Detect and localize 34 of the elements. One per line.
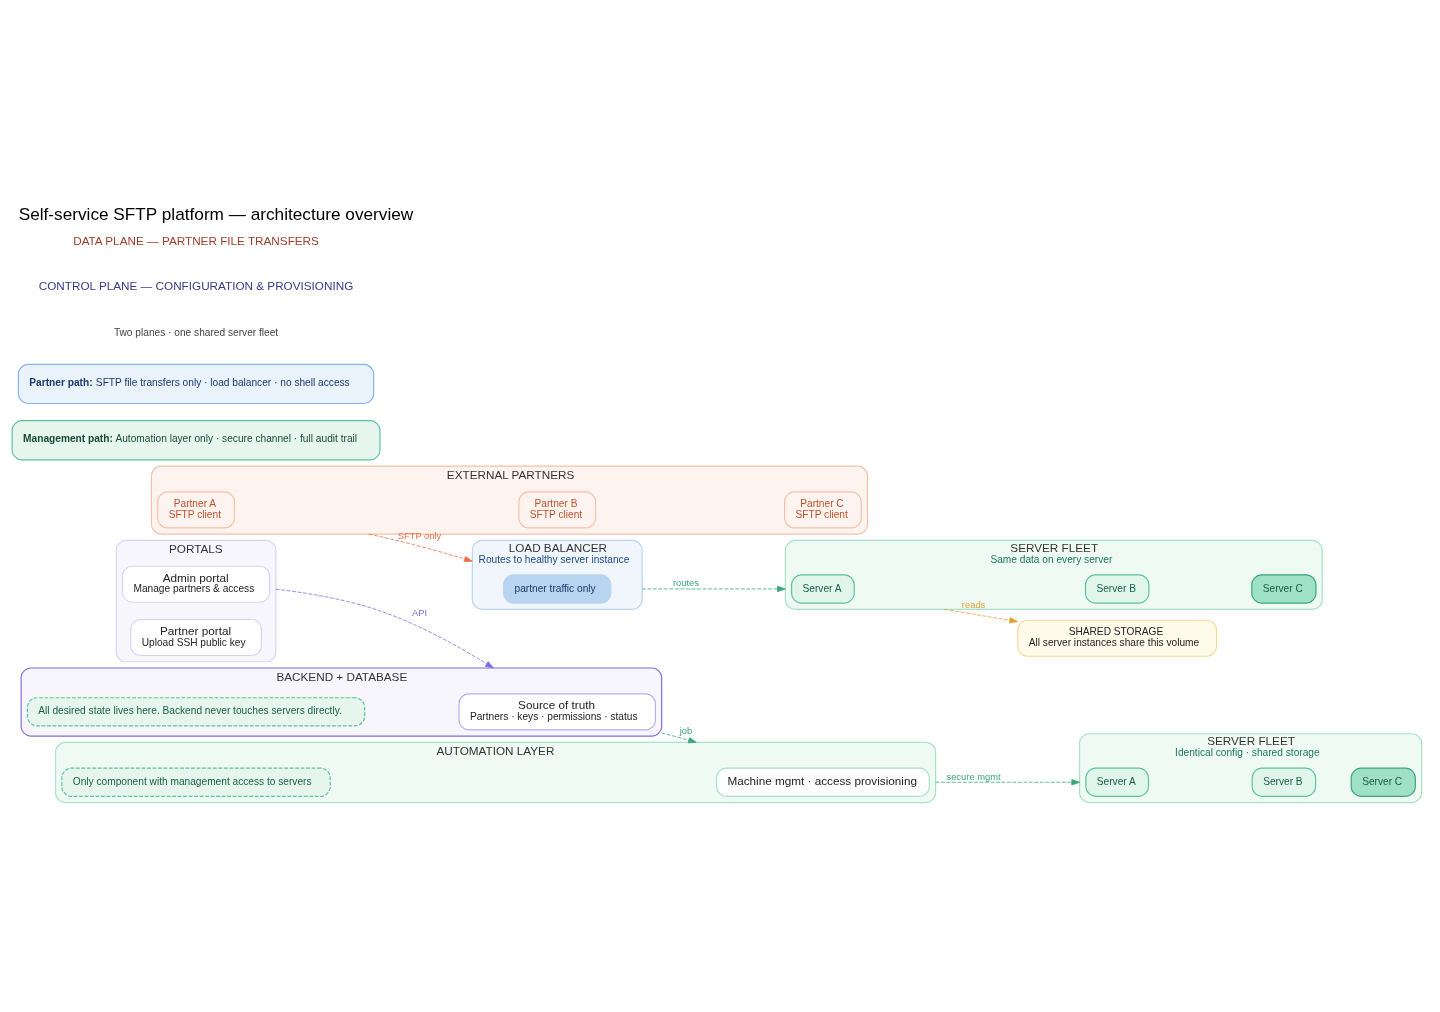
node-box: Partner A SFTP client xyxy=(157,491,235,529)
node-box: Management path: Automation layer only · secure channel · full audit trail xyxy=(11,420,381,461)
node-box: Server A xyxy=(1085,767,1150,797)
edge-label: secure mgmt xyxy=(946,770,1001,782)
arrow xyxy=(944,608,1018,624)
label: DATA PLANE — PARTNER FILE TRANSFERS xyxy=(73,234,319,247)
label: Two planes · one shared server fleet xyxy=(113,326,279,338)
arrow xyxy=(661,732,697,744)
edge-label: API xyxy=(411,607,428,619)
node-box: Partner C SFTP client xyxy=(784,491,862,529)
arrow xyxy=(368,533,473,562)
node-box: Source of truth Partners · keys · permissions · status xyxy=(458,693,656,731)
node-box: Server C xyxy=(1350,767,1416,797)
node-box: Server B xyxy=(1084,574,1150,604)
arrow xyxy=(935,779,1080,786)
edge-label: routes xyxy=(672,577,699,589)
edge-label: job xyxy=(679,725,693,737)
node-box: Admin portal Manage partners & access xyxy=(121,565,271,603)
diagram-title: Self-service SFTP platform — architecture overview xyxy=(18,204,414,225)
node-box: Server A xyxy=(791,574,855,604)
node-box: Server C xyxy=(1251,574,1317,604)
node-box: Partner B SFTP client xyxy=(518,491,597,529)
node-box: Machine mgmt · access provisioning xyxy=(715,767,930,797)
edge-label: reads xyxy=(961,599,986,611)
node-box: All desired state lives here. Backend never touches servers directly. xyxy=(26,697,366,727)
node-box: SHARED STORAGE All server instances share this volume xyxy=(1017,619,1218,657)
arrow xyxy=(641,585,786,593)
node-box: Partner portal Upload SSH public key xyxy=(130,618,262,657)
node-box: Server B xyxy=(1251,767,1317,797)
arrow xyxy=(275,588,494,669)
node-box: partner traffic only xyxy=(503,574,612,604)
label: CONTROL PLANE — CONFIGURATION & PROVISIONING xyxy=(38,279,354,293)
node-box: Only component with management access to servers xyxy=(61,767,331,797)
node-box: Partner path: SFTP file transfers only · load balancer · no shell access xyxy=(17,363,375,405)
